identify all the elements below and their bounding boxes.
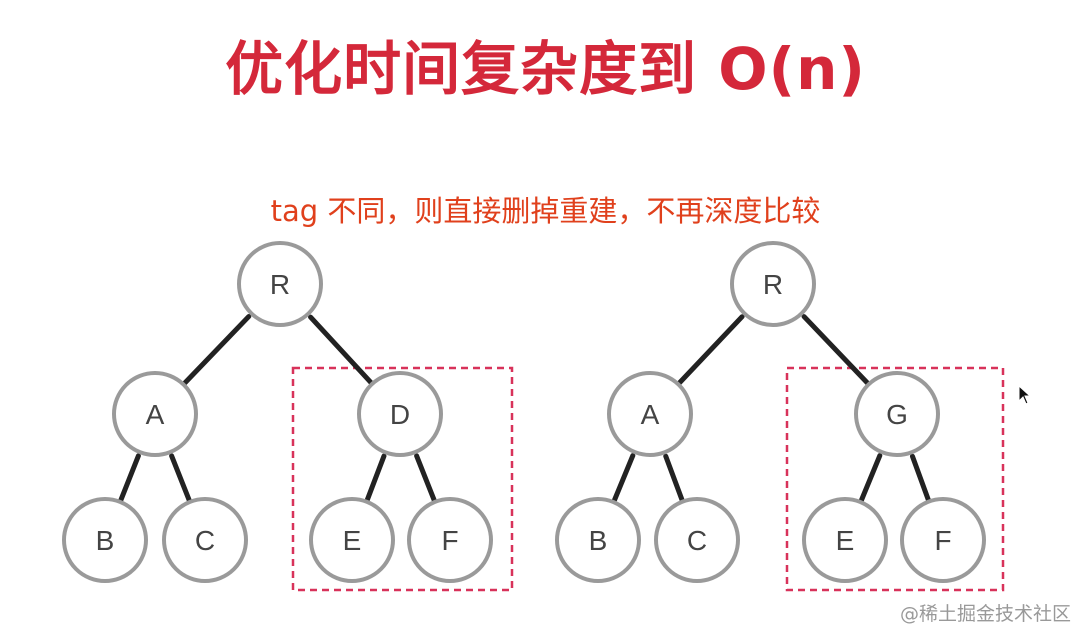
tree-node-label: C	[687, 525, 707, 556]
tree-edge	[182, 313, 252, 386]
tree-node-c	[654, 497, 740, 583]
tree-node-label: R	[270, 269, 290, 300]
slide-title: 优化时间复杂度到 O(n)	[225, 35, 866, 103]
tree-node-g	[854, 371, 940, 457]
tree-node-label: R	[763, 269, 783, 300]
highlight-box	[785, 366, 1005, 592]
tree-node-label: E	[836, 525, 855, 556]
tree-node-label: F	[934, 525, 951, 556]
tree-node-f	[407, 497, 493, 583]
tree-edge	[414, 453, 437, 503]
tree-node-label: A	[641, 399, 660, 430]
tree-node-label: C	[195, 525, 215, 556]
tree-node-c	[162, 497, 248, 583]
tree-edge	[364, 453, 387, 503]
tree-edge	[308, 314, 374, 385]
tree-edge	[677, 314, 745, 386]
tree-node-label: B	[589, 525, 608, 556]
tree-edge	[801, 314, 870, 386]
tree-node-b	[555, 497, 641, 583]
tree-edge	[611, 453, 636, 503]
tree-node-label: A	[146, 399, 165, 430]
tree-node-label: F	[441, 525, 458, 556]
tree-edge	[858, 453, 883, 503]
watermark: @稀土掘金技术社区	[899, 603, 1071, 625]
tree-node-label: B	[96, 525, 115, 556]
tree-node-label: G	[886, 399, 908, 430]
tree-node-label: E	[343, 525, 362, 556]
tree-node-a	[607, 371, 693, 457]
tree-edge	[118, 453, 141, 503]
tree-node-r	[237, 241, 323, 327]
tree-node-e	[309, 497, 395, 583]
tree-node-e	[802, 497, 888, 583]
tree-node-label: D	[390, 399, 410, 430]
tree-edge	[909, 453, 931, 503]
tree-node-d	[357, 371, 443, 457]
tree-node-b	[62, 497, 148, 583]
tree-edge	[663, 453, 685, 503]
tree-node-a	[112, 371, 198, 457]
tree-node-r	[730, 241, 816, 327]
tree-node-f	[900, 497, 986, 583]
highlight-box	[291, 366, 514, 592]
tree-edge	[169, 453, 192, 503]
slide-subtitle: tag 不同，则直接删掉重建，不再深度比较	[270, 194, 821, 228]
